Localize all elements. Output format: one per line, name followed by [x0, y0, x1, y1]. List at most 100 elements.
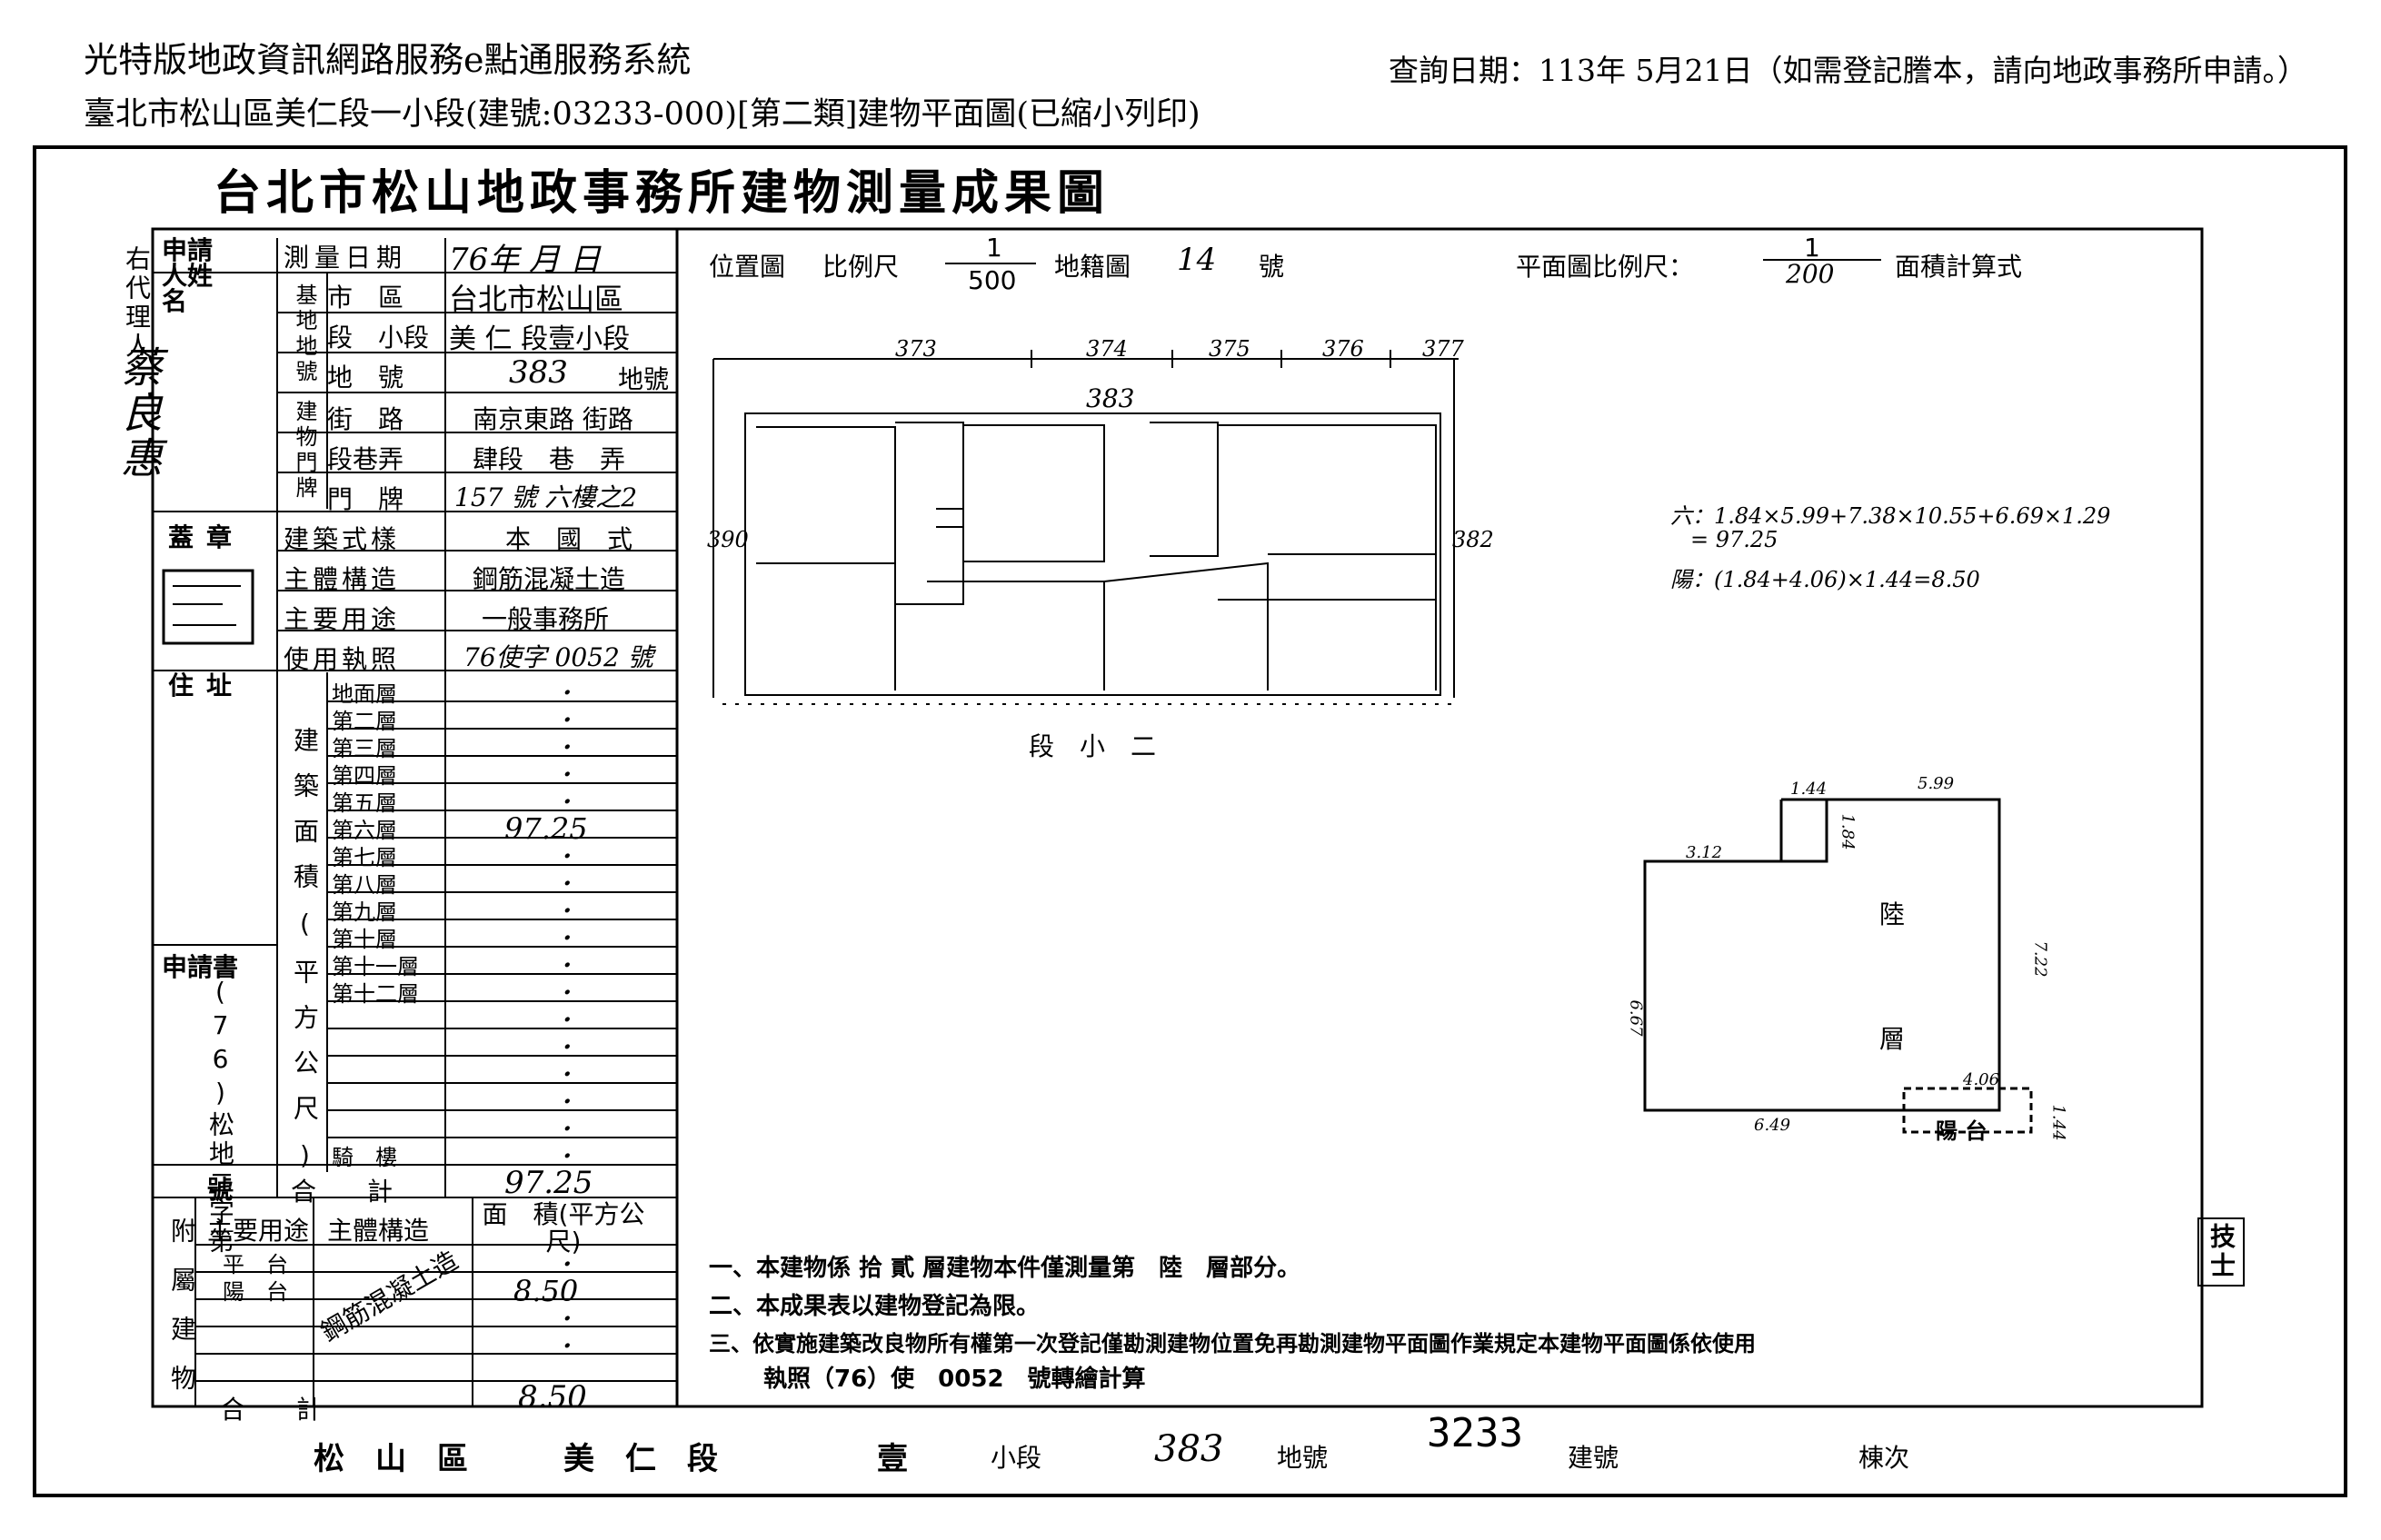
floor-row-label: 第二層	[332, 709, 397, 734]
address-label: 住址	[168, 671, 245, 700]
lot-top-label: 376	[1322, 336, 1364, 362]
attached-side-label: 附屬建物	[167, 1217, 197, 1414]
room-label-1: 陸	[1879, 899, 1906, 929]
plan-scale-label: 平面圖比例尺：	[1516, 252, 1695, 282]
number-label: 門 牌	[327, 484, 404, 514]
floor-row-label: 第三層	[332, 736, 397, 761]
style-label: 建築式樣	[284, 524, 401, 554]
document-subtitle: 臺北市松山區美仁段一小段(建號:03233-000)[第二類]建物平面圖(已縮小…	[84, 96, 1200, 133]
footer-building-label: 建號	[1568, 1443, 1619, 1473]
attached-row-value: 8.50	[513, 1274, 579, 1308]
note-3: 三、依實施建築改良物所有權第一次登記僅勘測建物位置免再勘測建物平面圖作業規定本建…	[709, 1331, 1756, 1356]
application-label: 申請書	[162, 952, 239, 982]
footer-lot: 383	[1154, 1428, 1224, 1470]
floor-row-label: 第十二層	[332, 981, 419, 1007]
floor-area-side-label: 建築面積(平方公尺)	[290, 727, 320, 1190]
floor-row-label: 地面層	[332, 681, 397, 707]
floor-total-label: 合 計	[291, 1177, 406, 1207]
location-scale-label: 比例尺	[822, 252, 900, 282]
application-number: (76)松地二字第	[205, 977, 235, 1257]
floor-row-label: 第五層	[332, 790, 397, 816]
section-value: 美 仁 段壹小段	[449, 323, 631, 355]
footer-lot-label: 地號	[1277, 1443, 1329, 1473]
floor-row-label: 第七層	[332, 845, 397, 870]
calc-line-1: 六：1.84×5.99+7.38×10.55+6.69×1.29	[1670, 503, 2111, 529]
location-map-label: 位置圖	[709, 252, 786, 282]
floor-row-label: 第八層	[332, 872, 397, 898]
street-label: 街 路	[327, 404, 404, 434]
plan-scale-num: 1	[1804, 233, 1820, 263]
base-label: 基地地號	[292, 283, 317, 385]
footer-subsection-label: 小段	[991, 1443, 1042, 1473]
use-label: 主要用途	[284, 604, 401, 634]
footer-subsection: 壹	[877, 1441, 908, 1477]
attached-row-use: 平 台	[223, 1252, 288, 1277]
style-value: 本 國 式	[505, 524, 633, 554]
service-title: 光特版地政資訊網路服務e點通服務系統	[84, 40, 692, 80]
lot-right: 382	[1452, 527, 1494, 552]
note-4: 執照（76）使 0052 號轉繪計算	[763, 1366, 1146, 1393]
attached-row-use: 陽 台	[223, 1279, 288, 1305]
attached-row-value: ・	[554, 1307, 576, 1332]
floor-row-label: 第九層	[332, 899, 397, 925]
floor-row-label: 第四層	[332, 763, 397, 789]
plan-dimension: 5.99	[1918, 774, 1955, 793]
agent-name: 蔡良惠	[115, 345, 164, 482]
document-title: 台北市松山地政事務所建物測量成果圖	[214, 165, 1111, 221]
cadastral-label: 地籍圖	[1054, 252, 1131, 282]
lane-label: 段巷弄	[327, 444, 404, 474]
applicant-label: 申請人姓名	[162, 235, 214, 316]
lot-suffix: 地號	[618, 364, 670, 394]
lot-top-label: 375	[1209, 336, 1250, 362]
permit-value: 76使字 0052 號	[463, 642, 653, 672]
query-date: 查詢日期：113年 5月21日（如需登記謄本，請向地政事務所申請。）	[1389, 53, 2307, 88]
location-scale-den: 500	[968, 265, 1017, 295]
road-label: 段 小 二	[1029, 731, 1157, 761]
plan-dimension: 3.12	[1686, 843, 1723, 862]
number-value: 157 號 六樓之2	[454, 482, 638, 512]
street-value: 南京東路 街路	[473, 404, 633, 434]
attached-structure-header: 主體構造	[327, 1216, 430, 1246]
seal-stamp	[162, 569, 254, 645]
city-district-value: 台北市松山區	[449, 282, 624, 316]
cadastral-suffix: 號	[1259, 252, 1285, 282]
plan-scale-den: 200	[1786, 259, 1835, 289]
number-suffix: 號	[207, 1175, 234, 1205]
attached-total-value: 8.50	[518, 1379, 587, 1416]
attached-use-header: 主要用途	[207, 1216, 310, 1246]
floor-row-label: 第十層	[332, 927, 397, 952]
lane-value: 肆段 巷 弄	[473, 444, 626, 474]
structure-value: 鋼筋混凝土造	[473, 564, 626, 594]
technician-label: 技士	[2197, 1217, 2245, 1287]
attached-total-label: 合 計	[220, 1395, 335, 1425]
seal-label: 蓋章	[168, 522, 245, 552]
room-label-2: 層	[1879, 1024, 1906, 1054]
attached-row-value: ・	[554, 1252, 576, 1277]
lot-main: 383	[1086, 383, 1135, 413]
use-value: 一般事務所	[482, 604, 610, 634]
lot-top-label: 377	[1422, 336, 1464, 362]
section-label: 段 小段	[327, 323, 430, 353]
lot-label: 地 號	[327, 363, 404, 392]
survey-date-label: 測量日期	[284, 243, 408, 273]
location-scale-num: 1	[986, 233, 1002, 263]
plan-dimension: 4.06	[1963, 1070, 2000, 1089]
note-1: 一、本建物係 拾 貳 層建物本件僅測量第 陸 層部分。	[709, 1255, 1301, 1282]
city-district-label: 市 區	[327, 283, 404, 313]
permit-label: 使用執照	[284, 644, 401, 674]
floor-row-value: 97.25	[504, 811, 588, 846]
area-calc-label: 面積計算式	[1895, 252, 2023, 282]
note-2: 二、本成果表以建物登記為限。	[709, 1293, 1041, 1320]
lot-top-label: 373	[895, 336, 937, 362]
document-frame	[33, 145, 2347, 1497]
location-map-drawing	[712, 350, 1459, 705]
footer-section: 美 仁 段	[563, 1441, 718, 1477]
plan-dimension: 1.44	[1790, 780, 1828, 799]
footer-district: 松 山 區	[314, 1441, 468, 1477]
floor-row-label: 第六層	[332, 818, 397, 843]
lot-top-label: 374	[1086, 336, 1128, 362]
floor-plan-drawing	[1643, 798, 2033, 1134]
cadastral-no: 14	[1177, 242, 1217, 278]
floor-total-value: 97.25	[504, 1165, 593, 1201]
